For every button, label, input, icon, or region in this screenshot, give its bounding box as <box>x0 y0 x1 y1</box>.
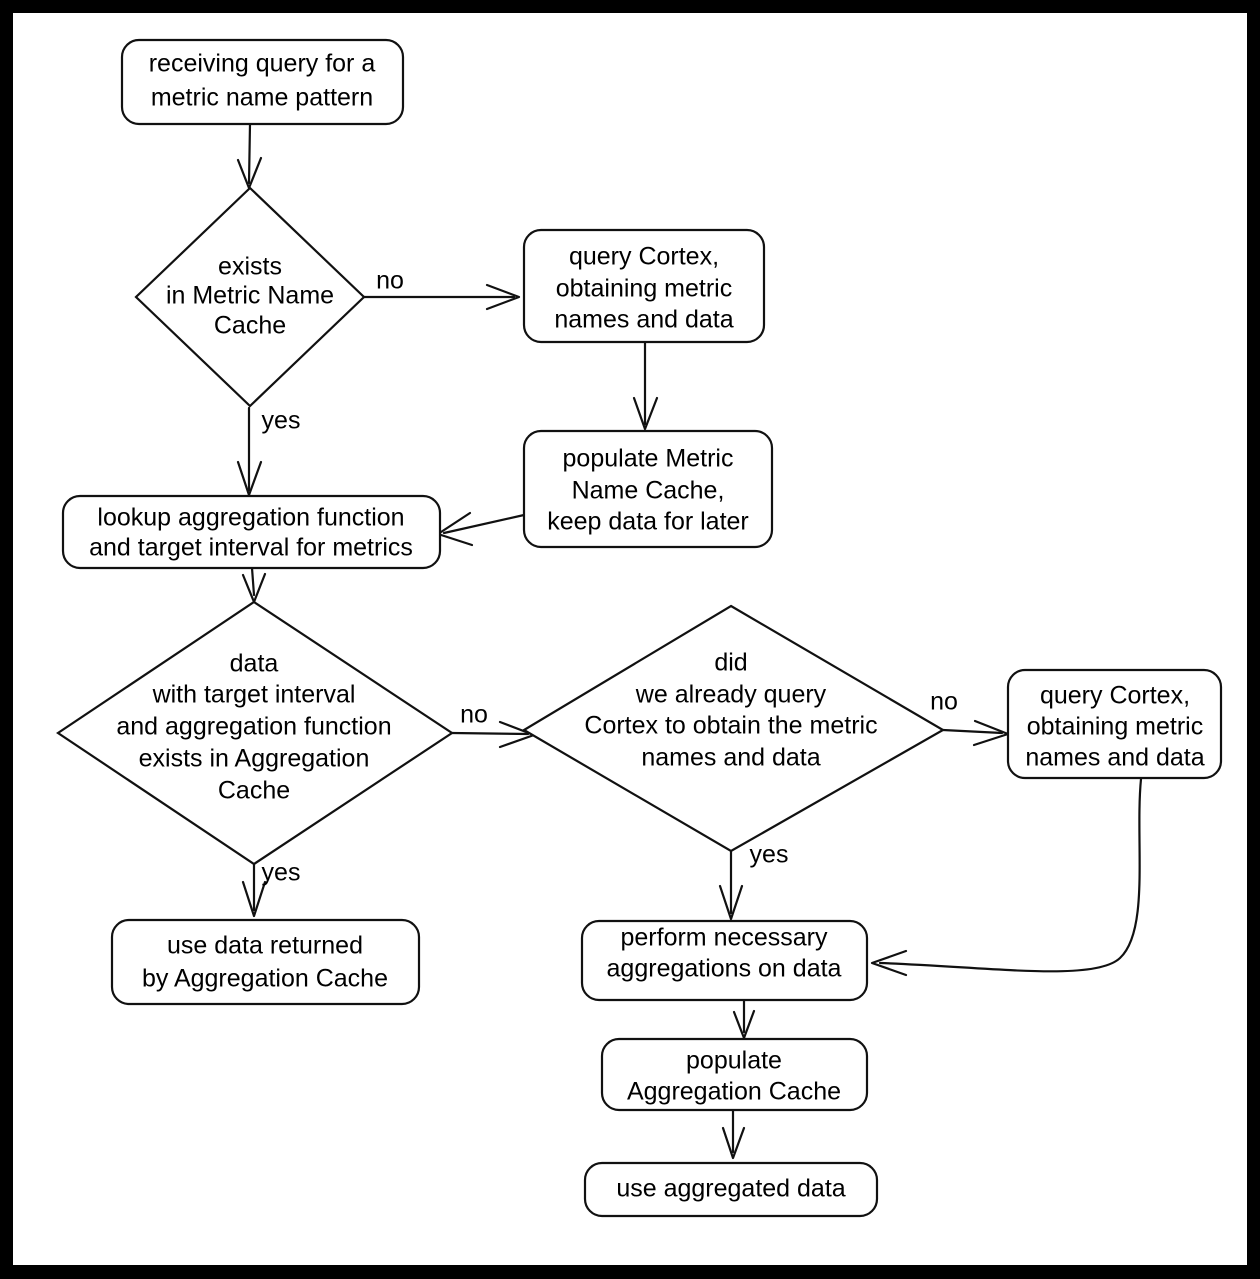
node-populate-metric-name-cache[interactable]: populate Metric Name Cache, keep data fo… <box>522 429 774 549</box>
node-populate-aggregation-cache-line-2: Aggregation Cache <box>627 1078 841 1106</box>
node-decision-metric-name-cache-line-2: in Metric Name <box>166 282 334 310</box>
node-query-cortex-top[interactable]: query Cortex, obtaining metric names and… <box>522 228 766 344</box>
edge-perform-to-populate-agg <box>732 998 756 1040</box>
node-query-cortex-top-shape <box>522 228 766 344</box>
node-decision-metric-name-cache-line-1: exists <box>218 253 282 281</box>
node-query-cortex-right-line-1: query Cortex, <box>1040 682 1190 710</box>
edge-metric-cache-no <box>362 283 521 311</box>
node-use-data-returned[interactable]: use data returned by Aggregation Cache <box>110 918 421 1006</box>
node-perform-aggregations-line-2: aggregations on data <box>607 955 842 983</box>
node-decision-already-queried-shape <box>521 604 946 853</box>
diagram-frame: no yes no yes no yes receiving query for… <box>13 13 1247 1265</box>
node-decision-already-queried-line-3: Cortex to obtain the metric <box>584 712 877 740</box>
node-start-line-2: metric name pattern <box>151 84 373 112</box>
node-lookup-aggregation[interactable]: lookup aggregation function and target i… <box>61 494 442 570</box>
edge-start-to-metric-cache <box>236 122 263 190</box>
node-decision-metric-name-cache-shape <box>134 186 366 408</box>
node-lookup-aggregation-shape <box>61 494 442 570</box>
node-use-data-returned-line-1: use data returned <box>167 932 363 960</box>
node-decision-aggregation-cache[interactable]: data with target interval and aggregatio… <box>56 600 454 866</box>
node-query-cortex-top-line-1: query Cortex, <box>569 243 719 271</box>
node-populate-aggregation-cache-shape <box>600 1037 869 1112</box>
edge-agg-cache-yes <box>241 862 267 918</box>
node-populate-metric-name-cache-line-2: Name Cache, <box>572 477 725 505</box>
node-populate-aggregation-cache-line-1: populate <box>686 1047 782 1075</box>
diagram-canvas: no yes no yes no yes receiving query for… <box>13 13 1247 1265</box>
node-use-aggregated-data-line-1: use aggregated data <box>616 1175 845 1203</box>
node-use-aggregated-data[interactable]: use aggregated data <box>583 1161 879 1218</box>
flowchart-svg: no yes no yes no yes receiving query for… <box>56 38 1223 1218</box>
node-start[interactable]: receiving query for a metric name patter… <box>120 38 405 126</box>
node-populate-metric-name-cache-line-1: populate Metric <box>563 445 734 473</box>
node-decision-already-queried[interactable]: did we already query Cortex to obtain th… <box>521 604 946 853</box>
node-query-cortex-right-shape <box>1006 668 1223 780</box>
node-populate-metric-name-cache-shape <box>522 429 774 549</box>
node-query-cortex-right[interactable]: query Cortex, obtaining metric names and… <box>1006 668 1223 780</box>
edge-lookup-to-agg-cache <box>241 566 267 604</box>
node-decision-already-queried-line-1: did <box>714 649 747 677</box>
node-query-cortex-top-line-2: obtaining metric <box>556 275 732 303</box>
node-perform-aggregations-line-1: perform necessary <box>620 924 828 952</box>
node-decision-already-queried-line-2: we already query <box>635 681 827 709</box>
node-start-shape <box>120 38 405 126</box>
node-perform-aggregations-shape <box>580 919 869 1002</box>
edge-label-agg-cache-yes: yes <box>262 859 301 887</box>
node-decision-already-queried-line-4: names and data <box>641 744 820 772</box>
edge-label-metric-cache-no: no <box>376 267 404 295</box>
node-decision-aggregation-cache-line-3: and aggregation function <box>116 713 391 741</box>
node-perform-aggregations[interactable]: perform necessary aggregations on data <box>580 919 869 1002</box>
node-query-cortex-top-line-3: names and data <box>554 306 733 334</box>
node-populate-aggregation-cache[interactable]: populate Aggregation Cache <box>600 1037 869 1112</box>
edge-query-cortex-right-to-perform <box>870 777 1143 977</box>
edge-populate-agg-to-use <box>721 1108 746 1160</box>
edge-label-metric-cache-yes: yes <box>262 407 301 435</box>
edge-metric-cache-yes <box>236 406 263 497</box>
edge-already-queried-no <box>941 719 1010 747</box>
node-decision-aggregation-cache-line-5: Cache <box>218 777 290 805</box>
node-decision-aggregation-cache-shape <box>56 600 454 866</box>
edge-populate-to-lookup <box>436 511 526 547</box>
edge-label-already-queried-no: no <box>930 688 958 716</box>
node-query-cortex-right-line-3: names and data <box>1025 744 1204 772</box>
node-use-aggregated-data-shape <box>583 1161 879 1218</box>
node-decision-aggregation-cache-line-1: data <box>230 650 279 678</box>
node-decision-aggregation-cache-line-2: with target interval <box>152 681 356 709</box>
edge-label-already-queried-yes: yes <box>750 841 789 869</box>
node-lookup-aggregation-line-2: and target interval for metrics <box>89 534 413 562</box>
node-decision-metric-name-cache-line-3: Cache <box>214 312 286 340</box>
node-start-line-1: receiving query for a <box>149 50 376 78</box>
edge-already-queried-yes <box>718 849 744 921</box>
node-use-data-returned-shape <box>110 918 421 1006</box>
node-decision-aggregation-cache-line-4: exists in Aggregation <box>139 745 370 773</box>
node-use-data-returned-line-2: by Aggregation Cache <box>142 965 388 993</box>
edge-label-agg-cache-no: no <box>460 701 488 729</box>
node-query-cortex-right-line-2: obtaining metric <box>1027 713 1203 741</box>
node-decision-metric-name-cache[interactable]: exists in Metric Name Cache <box>134 186 366 408</box>
node-lookup-aggregation-line-1: lookup aggregation function <box>97 504 404 532</box>
edge-query-cortex-to-populate <box>632 340 659 431</box>
node-populate-metric-name-cache-line-3: keep data for later <box>547 508 749 536</box>
